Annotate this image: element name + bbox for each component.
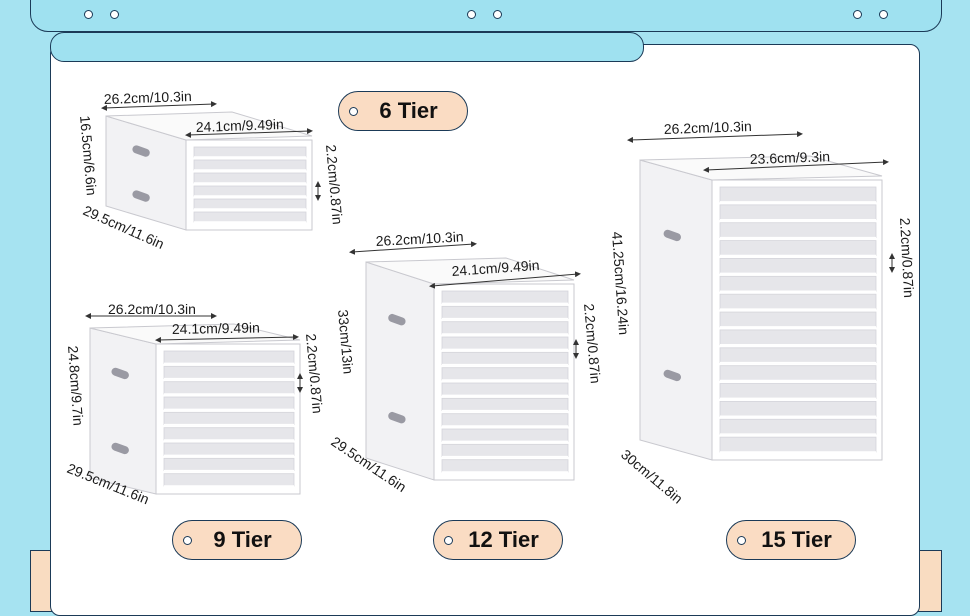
twelve-gap-text: 2.2cm/0.87in: [581, 303, 604, 384]
tier-label-6-text: 6 Tier: [379, 98, 438, 123]
label-ring-icon: [444, 535, 453, 545]
six-width-text: 26.2cm/10.3in: [104, 88, 192, 107]
organizer-15-tier: [639, 155, 883, 461]
products-illustration: 26.2cm/10.3in 24.1cm/9.49in 16.5cm/6.6in…: [65, 88, 917, 507]
nine-width-text: 26.2cm/10.3in: [108, 301, 196, 317]
six-height-text: 16.5cm/6.6in: [77, 115, 100, 196]
fifteen-inner-text: 23.6cm/9.3in: [750, 148, 831, 167]
twelve-inner-text: 24.1cm/9.49in: [451, 257, 540, 279]
tier-label-15-text: 15 Tier: [761, 527, 832, 552]
organizer-9-tier: [89, 323, 301, 495]
tier-label-15: 15 Tier: [726, 520, 856, 560]
tier-label-6: 6 Tier: [338, 91, 468, 131]
tier-label-12: 12 Tier: [433, 520, 563, 560]
label-ring-icon: [737, 535, 746, 545]
nine-gap-text: 2.2cm/0.87in: [303, 333, 326, 414]
decor-dot: [110, 10, 119, 19]
nine-height-text: 24.8cm/9.7in: [65, 345, 87, 426]
six-inner-text: 24.1cm/9.49in: [196, 116, 284, 135]
label-ring-icon: [183, 535, 192, 545]
fifteen-width-text: 26.2cm/10.3in: [664, 118, 752, 137]
twelve-width-text: 26.2cm/10.3in: [375, 228, 464, 249]
decor-dot: [467, 10, 476, 19]
fifteen-gap-text: 2.2cm/0.87in: [897, 217, 917, 298]
fifteen-depth-text: 30cm/11.8in: [618, 446, 686, 507]
tier-label-12-text: 12 Tier: [468, 527, 539, 552]
tier-label-9: 9 Tier: [172, 520, 302, 560]
organizer-12-tier: [365, 257, 575, 481]
decor-dot: [879, 10, 888, 19]
six-gap-text: 2.2cm/0.87in: [323, 144, 346, 225]
twelve-height-text: 33cm/13in: [335, 309, 357, 375]
label-ring-icon: [349, 106, 358, 116]
decor-dot: [493, 10, 502, 19]
top-banner: [30, 0, 942, 32]
tier-label-9-text: 9 Tier: [213, 527, 272, 552]
fifteen-height-text: 41.25cm/16.24in: [609, 231, 632, 335]
decor-dot: [84, 10, 93, 19]
decor-dot: [853, 10, 862, 19]
nine-inner-text: 24.1cm/9.49in: [172, 319, 260, 337]
decor-tab-pill: [50, 32, 644, 62]
